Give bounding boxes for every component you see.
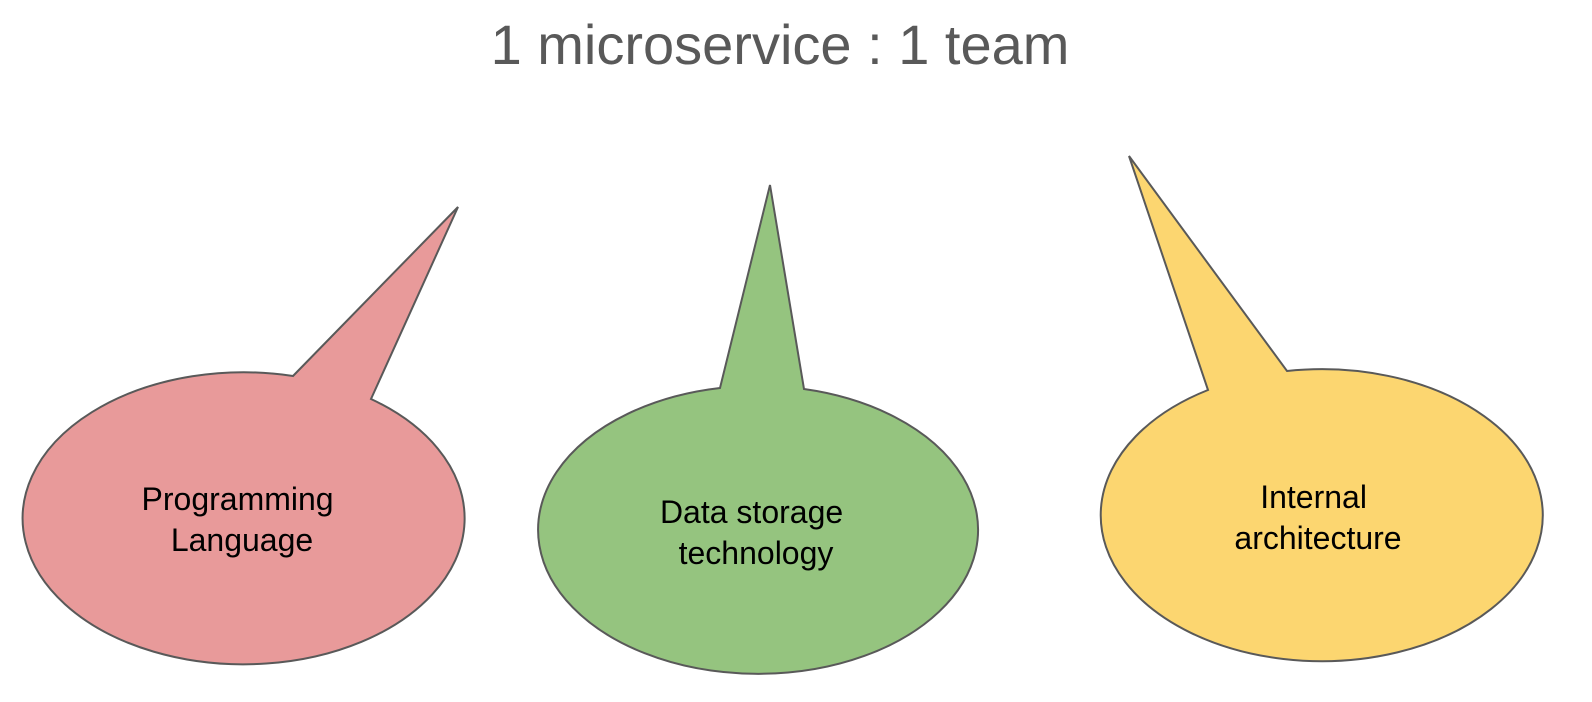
speech-bubble-label-line: Programming xyxy=(142,481,334,517)
speech-bubble-internal-architecture: Internal architecture xyxy=(1099,155,1544,663)
speech-bubble-label-line: Internal xyxy=(1260,479,1367,515)
speech-bubble-label-internal-architecture: Internal architecture xyxy=(1234,479,1401,556)
speech-bubble-label-programming-language: Programming Language xyxy=(142,481,343,558)
speech-bubble-label-line: architecture xyxy=(1234,520,1401,556)
speech-bubble-label-line: Data storage xyxy=(660,494,843,530)
speech-bubble-label-line: Language xyxy=(171,522,313,558)
speech-bubble-shape-internal-architecture xyxy=(1099,155,1544,663)
speech-bubble-data-storage-technology: Data storage technology xyxy=(537,184,980,675)
speech-bubble-programming-language: Programming Language xyxy=(21,206,466,666)
slide-title: 1 microservice : 1 team xyxy=(490,13,1070,76)
speech-bubble-shape-data-storage-technology xyxy=(537,184,980,675)
speech-bubble-label-data-storage-technology: Data storage technology xyxy=(660,494,852,571)
speech-bubble-shape-programming-language xyxy=(21,206,466,666)
speech-bubble-label-line: technology xyxy=(679,535,834,571)
